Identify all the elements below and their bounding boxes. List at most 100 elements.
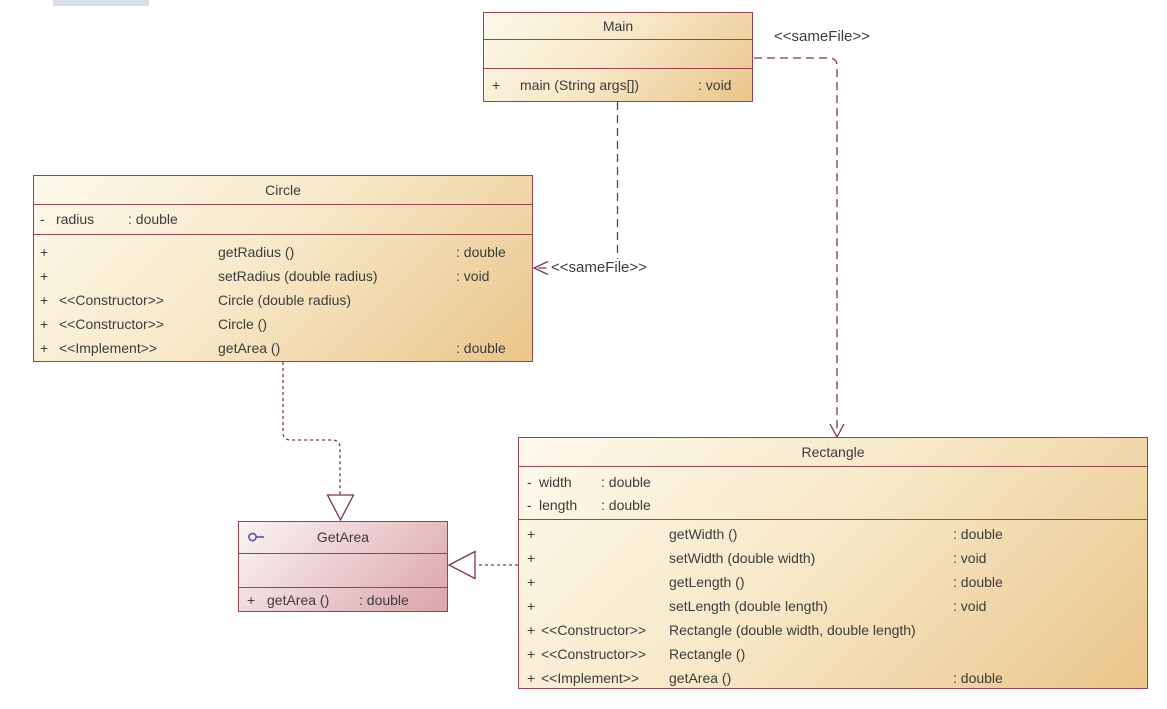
class-box-circle[interactable]: Circle - radius : double + getRadius () … xyxy=(33,175,533,362)
visibility: + xyxy=(527,574,536,590)
visibility: - xyxy=(527,497,532,513)
stereotype: <<Constructor>> xyxy=(541,622,647,638)
operation-row[interactable]: + <<Constructor>> Rectangle (double widt… xyxy=(519,618,1147,642)
operation-row[interactable]: + <<Constructor>> Circle () xyxy=(34,312,532,336)
visibility: + xyxy=(527,550,536,566)
operation-row[interactable]: + <<Implement>> getArea () : double xyxy=(34,336,532,360)
operation-row[interactable]: + <<Constructor>> Circle (double radius) xyxy=(34,288,532,312)
return-type: : void xyxy=(953,598,987,614)
return-type: : void xyxy=(456,268,490,284)
signature: setRadius (double radius) xyxy=(218,268,378,284)
operation-compartment[interactable]: + getRadius () : double + setRadius (dou… xyxy=(34,234,532,363)
signature: main (String args[]) xyxy=(520,77,640,93)
class-title: Circle xyxy=(265,182,301,198)
operation-compartment[interactable]: + main (String args[]) : void xyxy=(484,68,752,101)
visibility: + xyxy=(40,340,49,356)
stereotype xyxy=(541,570,669,594)
attribute-type: : double xyxy=(601,497,651,513)
realization-triangle-getarea-right xyxy=(447,550,476,580)
realization-triangle-getarea-top xyxy=(326,494,355,522)
signature: Rectangle () xyxy=(669,646,746,662)
operation-row[interactable]: + setWidth (double width) : void xyxy=(519,546,1147,570)
dependency-arrowhead-rectangle xyxy=(829,423,845,439)
interface-name: GetArea xyxy=(316,529,370,545)
return-type: : double xyxy=(953,526,1003,542)
dependency-arrowhead-circle xyxy=(532,260,549,276)
attribute-compartment[interactable] xyxy=(239,553,447,587)
stereotype: <<Implement>> xyxy=(541,670,640,686)
operation-row[interactable]: + setLength (double length) : void xyxy=(519,594,1147,618)
signature: getArea () xyxy=(218,340,281,356)
stereotype xyxy=(541,522,669,546)
realization-circle-to-getarea[interactable] xyxy=(282,362,341,495)
operation-row[interactable]: + setRadius (double radius) : void xyxy=(34,264,532,288)
attribute-name: length xyxy=(539,497,578,513)
class-title: Main xyxy=(602,18,634,34)
attribute-compartment[interactable]: - radius : double xyxy=(34,204,532,234)
dependency-main-to-circle[interactable] xyxy=(536,102,619,269)
return-type xyxy=(456,288,532,312)
return-type: : void xyxy=(953,550,987,566)
visibility: - xyxy=(527,474,532,490)
visibility: - xyxy=(40,211,45,227)
signature: getWidth () xyxy=(669,526,738,542)
visibility: + xyxy=(492,77,501,93)
stereotype xyxy=(59,240,218,264)
return-type xyxy=(953,618,1147,642)
attribute-row[interactable]: - length : double xyxy=(519,494,1147,517)
class-box-main[interactable]: Main + main (String args[]) : void xyxy=(483,12,753,102)
interface-title: GetArea xyxy=(239,522,447,553)
attribute-name: radius xyxy=(56,211,95,227)
visibility: + xyxy=(40,316,49,332)
visibility: + xyxy=(40,292,49,308)
visibility: + xyxy=(527,598,536,614)
operation-row[interactable]: + getRadius () : double xyxy=(34,240,532,264)
operation-row[interactable]: + main (String args[]) : void xyxy=(484,69,752,101)
return-type: : double xyxy=(953,574,1003,590)
visibility: + xyxy=(527,646,536,662)
signature: Circle () xyxy=(218,316,267,332)
visibility: + xyxy=(527,670,536,686)
visibility: + xyxy=(40,244,49,260)
stereotype: <<Constructor>> xyxy=(59,292,165,308)
operation-row[interactable]: + <<Implement>> getArea () : double xyxy=(519,666,1147,688)
operation-row[interactable]: + <<Constructor>> Rectangle () xyxy=(519,642,1147,666)
stereotype xyxy=(541,594,669,618)
class-box-rectangle[interactable]: Rectangle - width : double - length : do… xyxy=(518,437,1148,689)
stereotype: <<Constructor>> xyxy=(59,316,165,332)
attribute-compartment[interactable]: - width : double - length : double xyxy=(519,466,1147,519)
return-type: : void xyxy=(698,77,732,93)
operation-row[interactable]: + getWidth () : double xyxy=(519,522,1147,546)
return-type: : double xyxy=(359,592,409,608)
attribute-compartment[interactable] xyxy=(484,39,752,68)
visibility: + xyxy=(527,526,536,542)
signature: getArea () xyxy=(267,592,330,608)
visibility: + xyxy=(527,622,536,638)
interface-box-getarea[interactable]: GetArea + getArea () : double xyxy=(238,521,448,612)
return-type xyxy=(953,642,1147,666)
attribute-row[interactable]: - width : double xyxy=(519,471,1147,494)
signature: getArea () xyxy=(669,670,732,686)
attribute-row[interactable]: - radius : double xyxy=(34,207,532,231)
signature: setLength (double length) xyxy=(669,598,828,614)
return-type xyxy=(456,312,532,336)
stereotype: <<Constructor>> xyxy=(541,646,647,662)
visibility: + xyxy=(40,268,49,284)
stereotype: <<Implement>> xyxy=(59,340,158,356)
signature: getRadius () xyxy=(218,244,295,260)
class-title: Rectangle xyxy=(801,444,865,460)
signature: Circle (double radius) xyxy=(218,292,352,308)
return-type: : double xyxy=(456,340,506,356)
interface-lollipop-icon xyxy=(248,532,264,542)
dependency-main-to-rectangle[interactable] xyxy=(754,57,838,430)
return-type: : double xyxy=(953,670,1003,686)
signature: getLength () xyxy=(669,574,745,590)
signature: Rectangle (double width, double length) xyxy=(669,622,916,638)
operation-row[interactable]: + getLength () : double xyxy=(519,570,1147,594)
operation-compartment[interactable]: + getArea () : double xyxy=(239,587,447,611)
window-edge-bar xyxy=(53,0,149,6)
operation-row[interactable]: + getArea () : double xyxy=(239,588,447,611)
stereotype-label-samefile-middle[interactable]: <<sameFile>> xyxy=(549,259,649,277)
operation-compartment[interactable]: + getWidth () : double + setWidth (doubl… xyxy=(519,519,1147,688)
stereotype-label-samefile-top[interactable]: <<sameFile>> xyxy=(772,28,872,46)
